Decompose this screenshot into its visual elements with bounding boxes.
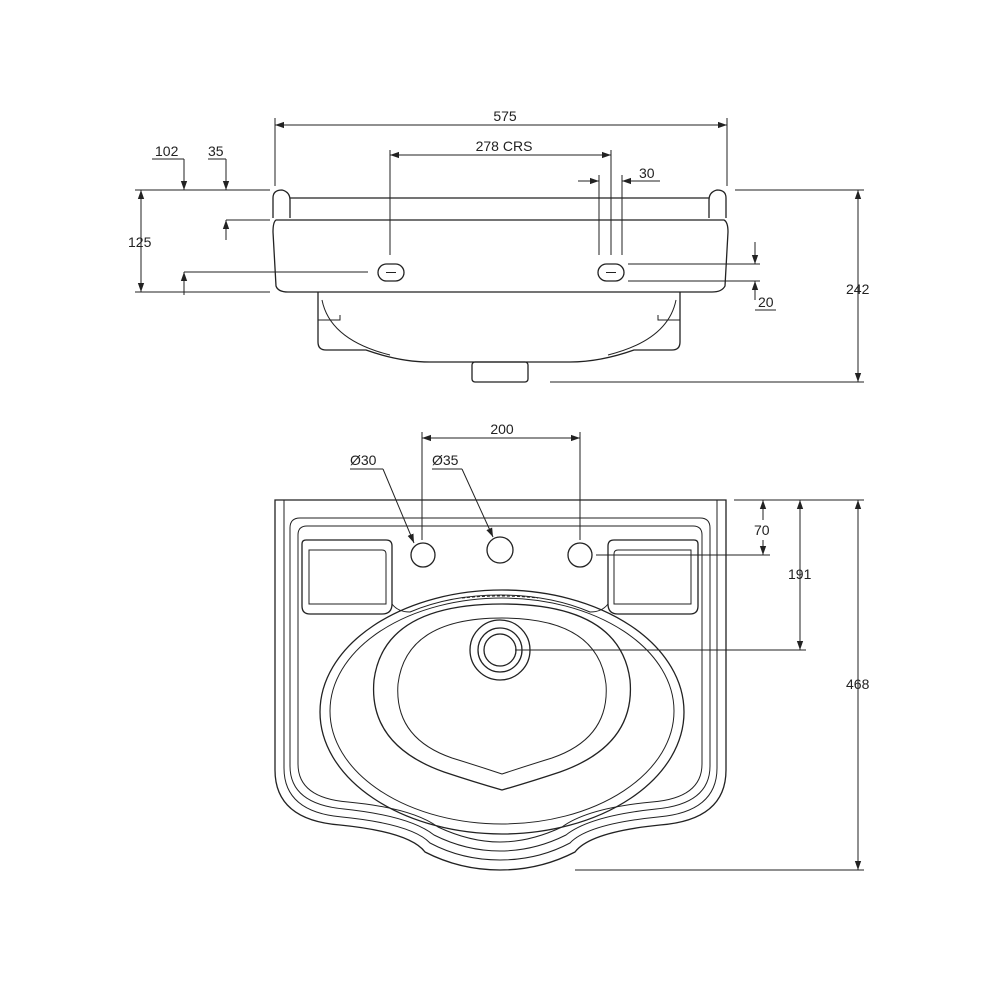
dim-468-label: 468 <box>846 676 870 692</box>
bowl-underside <box>317 292 681 363</box>
soap-dish-right <box>607 539 699 615</box>
waste-ring-inner <box>483 633 517 667</box>
dim-125-label: 125 <box>128 234 152 250</box>
bowl-rim-outer <box>319 589 685 835</box>
bowl-basin-inner <box>397 617 607 775</box>
dim-70-label: 70 <box>754 522 770 538</box>
soap-dish-right-inner <box>613 549 692 605</box>
pedestal-brackets <box>318 315 680 321</box>
tap-hole-left-side <box>377 263 405 282</box>
tap-hole-left <box>410 542 436 568</box>
waste-outlet <box>471 361 529 383</box>
basin-outline-2 <box>283 500 718 861</box>
front-apron <box>272 219 729 293</box>
dim-575-label: 575 <box>493 108 517 124</box>
dim-dia35-label: Ø35 <box>432 452 459 468</box>
basin-outline-4 <box>297 525 703 843</box>
dim-191-label: 191 <box>788 566 812 582</box>
tap-hole-centre <box>486 536 514 564</box>
dim-242-label: 242 <box>846 281 870 297</box>
dim-35-label: 35 <box>208 143 224 159</box>
dim-200-label: 200 <box>490 421 514 437</box>
bowl-rim-inner <box>329 597 675 825</box>
soap-dish-left <box>301 539 393 615</box>
soap-dish-left-inner <box>308 549 387 605</box>
basin-outline-3 <box>289 517 711 852</box>
overflow-slot <box>461 595 539 599</box>
bowl-basin <box>372 603 632 791</box>
tap-hole-right-side <box>597 263 625 282</box>
front-dimensions: 575 278 CRS 30 102 35 125 <box>128 108 870 383</box>
dim-30-label: 30 <box>639 165 655 181</box>
dim-102-label: 102 <box>155 143 179 159</box>
bowl-ledge <box>391 594 609 613</box>
rim-top-right <box>708 189 727 218</box>
dim-20-label: 20 <box>758 294 774 310</box>
dim-dia30-label: Ø30 <box>350 452 377 468</box>
plan-dimensions: 200 Ø30 Ø35 70 191 468 <box>350 421 870 871</box>
basin-outline-outer <box>274 499 727 871</box>
bowl-inner-curve <box>321 299 677 356</box>
dim-278-label: 278 CRS <box>476 138 533 154</box>
front-elevation <box>272 189 729 383</box>
rim-top-left <box>272 189 291 218</box>
plan-view <box>274 499 727 871</box>
tap-hole-right <box>567 542 593 568</box>
